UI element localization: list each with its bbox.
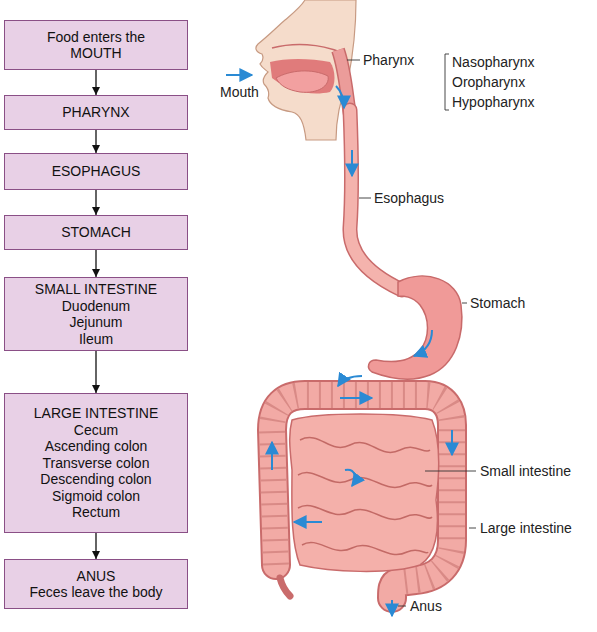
flow-arrow [345,470,355,486]
part-label: Small intestine [480,463,571,479]
leader-lines [347,54,476,606]
flow-arrow [226,74,252,76]
box-heading: ESOPHAGUS [52,163,141,180]
small-intestine [290,414,439,571]
part-label: Stomach [470,295,525,311]
flow-connector [95,70,96,95]
process-box: SMALL INTESTINEDuodenumJejunumIleum [4,277,188,351]
flow-arrow [294,521,322,523]
leader-line [425,471,476,472]
box-heading: LARGE INTESTINE [34,405,158,422]
flow-arrow [351,150,353,176]
box-item: Transverse colon [43,455,150,472]
part-label: Esophagus [374,190,444,206]
flow-arrow [336,86,344,108]
box-item: Duodenum [62,298,131,315]
box-heading: PHARYNX [62,104,129,121]
flow-connector [95,250,96,277]
colon-outline [272,395,452,598]
process-box: PHARYNX [4,95,188,130]
box-item: Descending colon [40,471,151,488]
process-box: ESOPHAGUS [4,153,188,190]
colon-haustra [272,395,452,582]
part-label: Large intestine [480,520,572,536]
bracket [445,54,449,110]
process-box: LARGE INTESTINECecumAscending colonTrans… [4,393,188,533]
small-intestine-mass [290,414,439,571]
part-label: Hypopharynx [452,94,535,110]
stomach-organ [369,276,462,379]
leader-line [359,198,371,199]
flow-connector [95,190,96,215]
flow-arrow [451,430,453,455]
part-label: Nasopharynx [452,54,535,70]
flow-connector [95,130,96,153]
part-label: Anus [410,598,442,614]
intestine-coil [302,542,428,554]
flow-connector [95,351,96,393]
box-heading: Food enters the MOUTH [27,29,165,62]
process-box: ANUSFeces leave the body [4,559,188,609]
part-label: Mouth [220,84,259,100]
flow-arrow [271,442,273,470]
part-label: Pharynx [363,52,414,68]
process-box: Food enters the MOUTH [4,20,188,70]
box-item: Ascending colon [45,438,148,455]
flow-arrows [226,75,452,616]
intestine-coil [300,438,430,453]
nasal-cavity [272,45,340,52]
colon-fill [272,395,452,598]
tongue [276,71,328,92]
head-profile [256,0,356,140]
flow-arrow [391,600,393,616]
box-heading: ANUS [77,568,116,585]
box-heading: SMALL INTESTINE [35,281,157,298]
part-label: Oropharynx [452,74,525,90]
intestine-coil [298,506,432,520]
oral-cavity [270,59,335,93]
box-item: Ileum [79,331,113,348]
flow-arrow [338,376,362,386]
flow-arrow [414,330,432,356]
box-item: Feces leave the body [29,584,162,601]
box-item: Rectum [72,504,120,521]
large-intestine [272,395,452,598]
box-item: Sigmoid colon [52,488,140,505]
face [256,0,356,140]
leader-line [347,60,360,61]
flow-arrow [340,397,372,399]
flow-connector [95,533,96,559]
box-heading: STOMACH [61,224,131,241]
box-item: Jejunum [70,314,123,331]
leader-line [469,528,476,529]
process-box: STOMACH [4,215,188,250]
box-item: Cecum [74,422,118,439]
intestine-coil [298,473,432,488]
leader-line [462,303,467,304]
appendix [280,578,290,596]
leader-line [398,606,406,607]
